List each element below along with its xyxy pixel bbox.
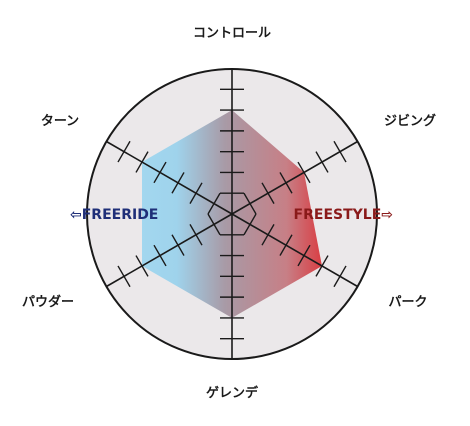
- axis-tick: [243, 192, 257, 215]
- axis-line: [106, 213, 233, 288]
- axis-label-powder: パウダー: [22, 294, 74, 310]
- axis-line: [231, 213, 358, 288]
- axis-tick: [297, 161, 311, 184]
- axis-tick: [315, 255, 329, 277]
- axis-tick: [333, 265, 347, 288]
- axis-tick: [243, 213, 257, 236]
- axis-label-slope: ゲレンデ: [206, 385, 259, 401]
- axis-tick: [189, 224, 203, 246]
- axis-label-control: コントロール: [193, 26, 271, 41]
- axis-tick: [207, 213, 221, 236]
- axis-tick: [153, 161, 167, 184]
- axis-tick: [279, 234, 293, 256]
- axis-tick: [333, 140, 347, 163]
- axis-tick: [135, 255, 149, 277]
- axis-tick: [189, 182, 203, 204]
- freeride-label: ⇦FREERIDE: [70, 207, 158, 223]
- axis-label-turn: ターン: [41, 114, 79, 129]
- axis-tick: [153, 244, 167, 267]
- axis-tick: [117, 140, 131, 163]
- axis-tick: [315, 151, 329, 173]
- axis-line: [106, 140, 233, 215]
- radar-ticks: [117, 88, 347, 340]
- axis-label-park: パーク: [388, 295, 427, 310]
- axis-label-jibbing: ジビング: [384, 113, 436, 129]
- axis-tick: [279, 172, 293, 194]
- axis-tick: [117, 265, 131, 288]
- axis-tick: [135, 151, 149, 173]
- axis-line: [231, 140, 358, 215]
- axis-tick: [171, 234, 185, 256]
- axis-tick: [207, 192, 221, 215]
- axis-tick: [171, 172, 185, 194]
- radar-axes: [106, 69, 358, 359]
- axis-tick: [261, 224, 275, 246]
- axis-tick: [261, 182, 275, 204]
- axis-tick: [297, 244, 311, 267]
- freestyle-label: FREESTYLE⇨: [294, 207, 393, 223]
